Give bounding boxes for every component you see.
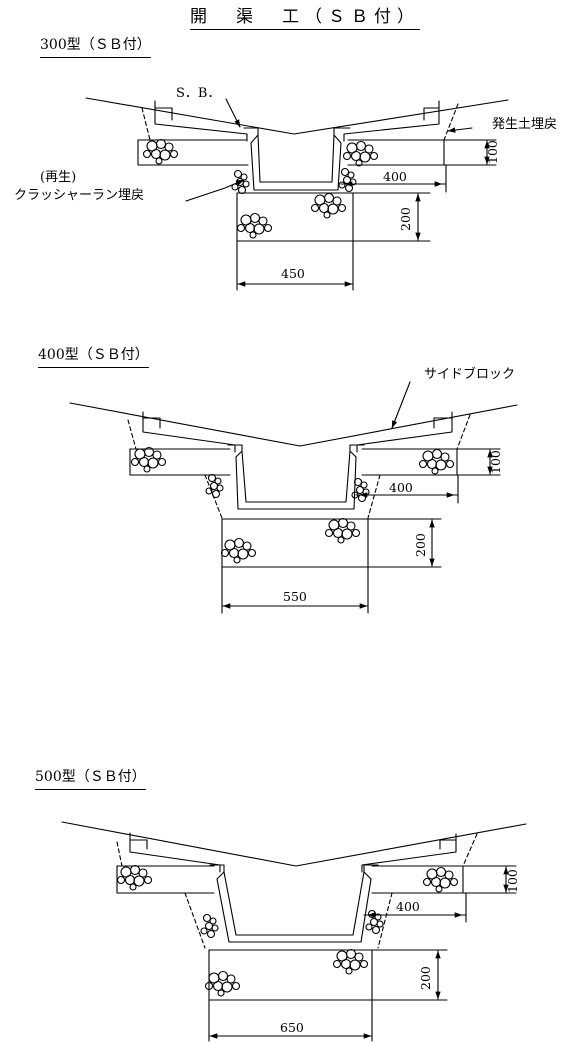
ground-line xyxy=(85,97,509,135)
callout-recycled: (再生) xyxy=(40,170,76,185)
dim-top-width: 400 xyxy=(383,169,407,184)
native-fill-layer-right xyxy=(371,865,464,894)
dim-base-width: 550 xyxy=(283,589,307,604)
dim-sb-height: 100 xyxy=(485,140,500,164)
section-label-400: 400型（ＳＢ付） xyxy=(38,346,149,368)
native-fill-layer-right xyxy=(347,139,445,166)
base-block xyxy=(236,192,354,242)
dim-base-height: 200 xyxy=(413,533,428,557)
dim-sb-height: 100 xyxy=(505,869,520,893)
side-block-right xyxy=(356,411,453,453)
callout-sb: S．B． xyxy=(176,86,220,101)
section-label-500: 500型（ＳＢ付） xyxy=(35,768,146,790)
side-block-left xyxy=(142,411,236,453)
dim-base-height: 200 xyxy=(398,207,413,231)
side-block-right xyxy=(343,100,440,142)
channel-inner xyxy=(241,450,351,503)
dim-sb-height: 100 xyxy=(488,450,503,474)
channel-inner xyxy=(257,134,335,183)
channel-outer xyxy=(243,127,351,191)
base-block xyxy=(221,518,369,568)
native-fill-layer-right xyxy=(361,448,458,476)
section-500-drawing: 400 650 200 100 xyxy=(61,821,527,1042)
section-label-300: 300型（ＳＢ付） xyxy=(40,36,151,58)
callout-native-fill: 発生土埋戻 xyxy=(492,117,557,132)
dim-base-width: 650 xyxy=(280,1020,304,1035)
dim-top-width: 400 xyxy=(396,899,420,914)
side-block-left xyxy=(154,100,248,142)
section-300-drawing: S．B． 発生土埋戻 (再生) クラッシャーラン埋戻 400 450 200 1… xyxy=(14,86,557,291)
side-block-right xyxy=(361,833,457,873)
ground-line xyxy=(69,402,518,447)
dim-base-height: 200 xyxy=(418,966,433,990)
base-block xyxy=(208,949,373,1001)
callout-side-block: サイドブロック xyxy=(424,366,515,382)
section-400-drawing: サイドブロック 400 550 200 100 xyxy=(69,366,518,614)
page-title: 開 渠 工（ＳＢ付） xyxy=(190,6,420,30)
side-block-left xyxy=(129,832,221,873)
ground-line xyxy=(61,821,527,867)
dim-top-width: 400 xyxy=(389,480,413,495)
native-fill-layer-left xyxy=(116,865,215,894)
channel-outer xyxy=(209,864,379,943)
channel-inner xyxy=(223,871,365,936)
native-fill-layer-left xyxy=(137,139,249,166)
native-fill-layer-left xyxy=(129,448,231,476)
channel-outer xyxy=(227,444,365,510)
callout-crusher-fill: クラッシャーラン埋戻 xyxy=(14,188,144,203)
dim-base-width: 450 xyxy=(281,266,305,281)
